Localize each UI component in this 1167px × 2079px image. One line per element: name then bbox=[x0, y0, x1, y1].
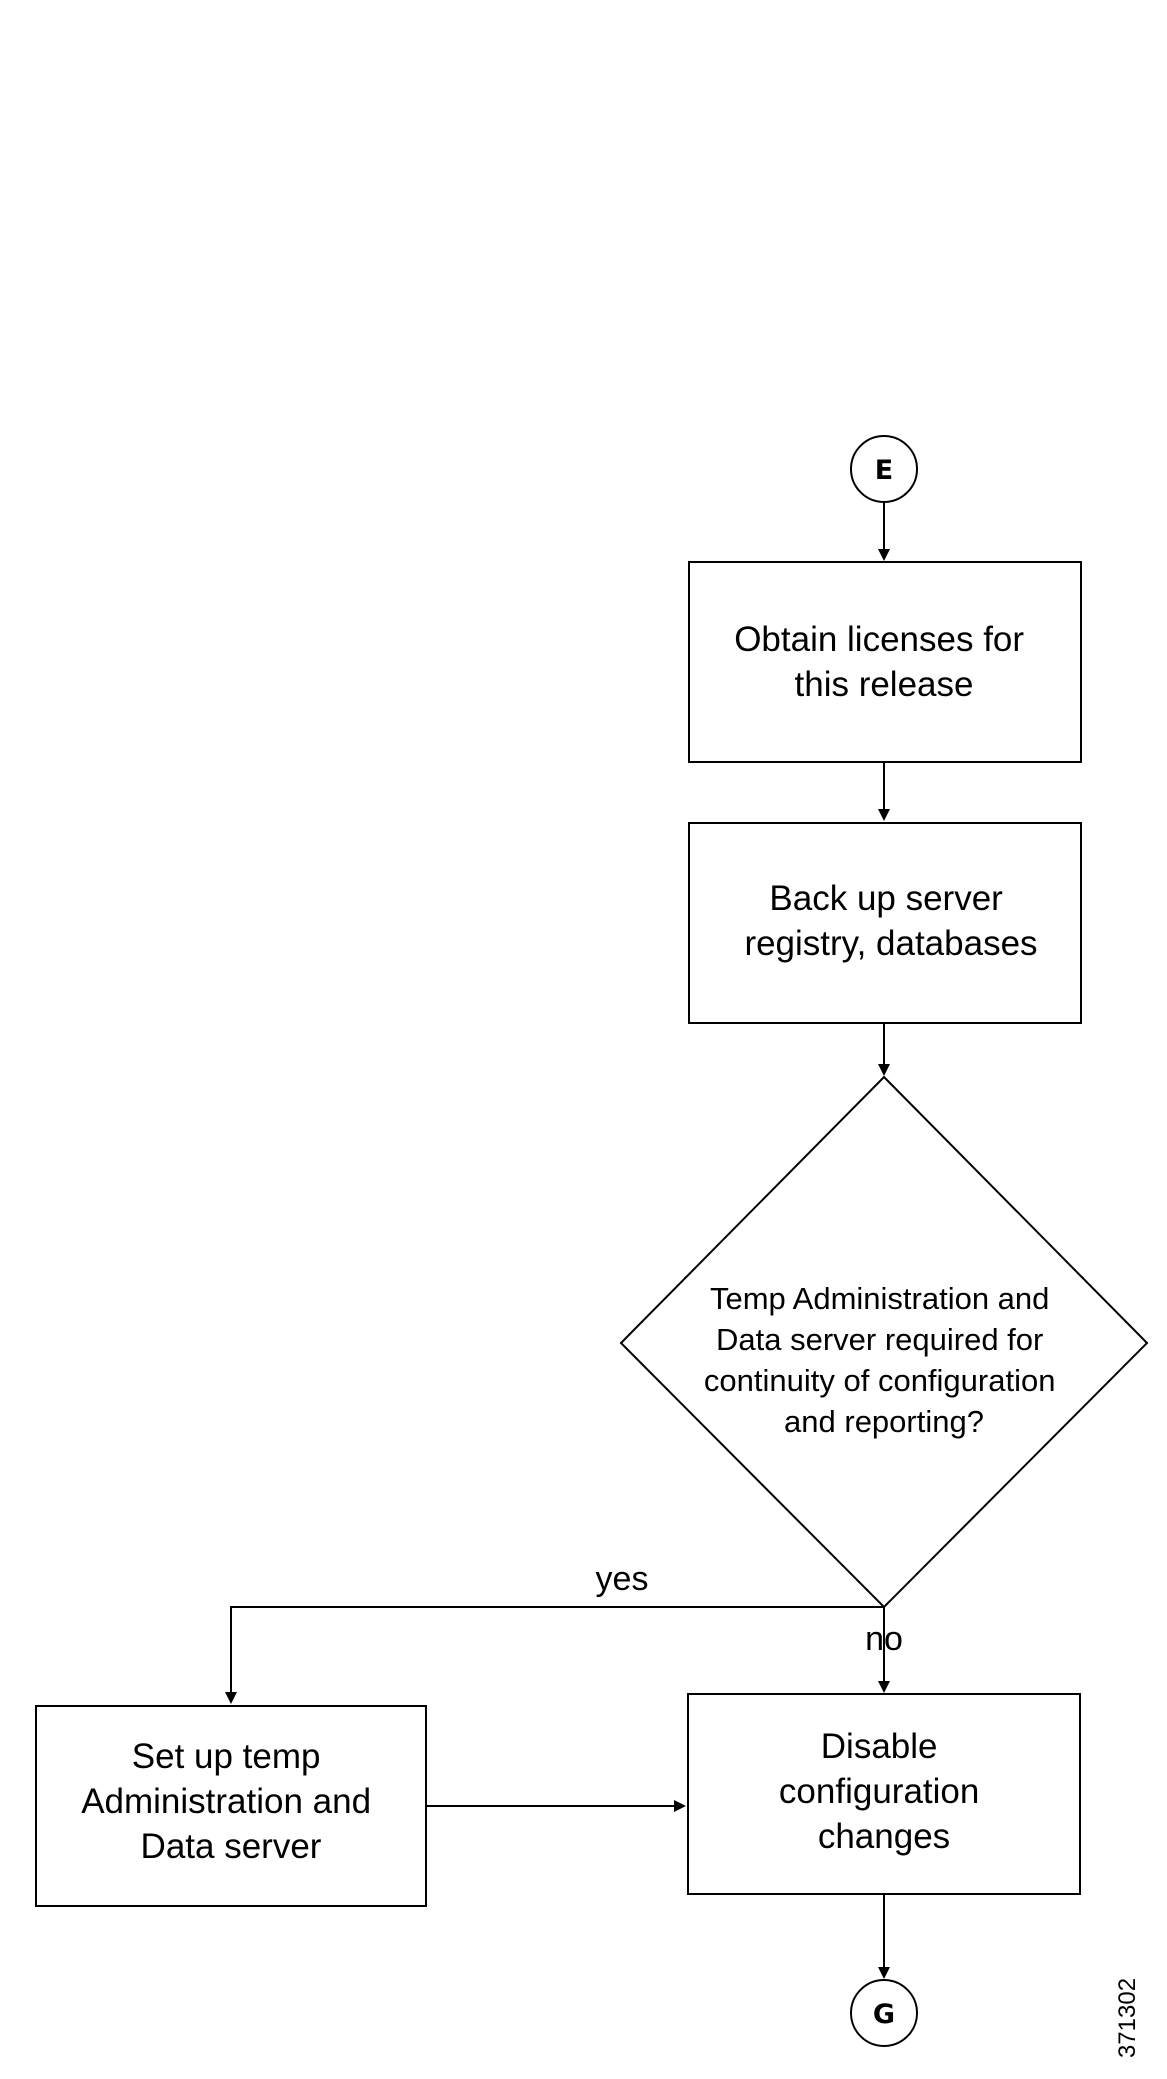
obtain-licenses-box: Obtain licenses for this release bbox=[688, 561, 1082, 763]
svg-text:Temp Administration and: Temp Administration and Data server requ… bbox=[704, 1281, 1064, 1439]
connector-e: E bbox=[850, 435, 918, 503]
obtain-licenses-line-1: Obtain licenses for bbox=[734, 620, 1024, 659]
yes-label: yes bbox=[596, 1560, 649, 1598]
decision-diamond: Temp Administration and Data server requ… bbox=[619, 1075, 1149, 1609]
decision-line-3: continuity of configuration bbox=[704, 1363, 1056, 1398]
disable-changes-line-3: changes bbox=[818, 1817, 950, 1856]
disable-changes-line-1: Disable bbox=[821, 1727, 938, 1766]
set-up-temp-line-3: Data server bbox=[141, 1827, 322, 1866]
no-label: no bbox=[865, 1620, 903, 1658]
back-up-box: Back up server registry, databases bbox=[688, 822, 1082, 1024]
svg-text:Back up server registry,: Back up server registry, databases bbox=[744, 879, 1037, 963]
connector-g-label: G bbox=[873, 1999, 895, 2030]
figure-id: 371302 bbox=[1114, 1978, 1141, 2058]
decision-line-4: and reporting? bbox=[784, 1404, 984, 1439]
svg-text:Obtain licenses for this: Obtain licenses for this release bbox=[734, 620, 1034, 704]
obtain-licenses-line-2: this release bbox=[795, 665, 974, 704]
connector-e-label: E bbox=[875, 455, 893, 486]
set-up-temp-line-2: Administration and bbox=[81, 1782, 371, 1821]
svg-text:Disable configuration: Disable configuration changes bbox=[779, 1727, 989, 1856]
back-up-line-2: registry, databases bbox=[744, 924, 1037, 963]
disable-changes-line-2: configuration bbox=[779, 1772, 979, 1811]
decision-line-2: Data server required for bbox=[716, 1322, 1043, 1357]
connector-g: G bbox=[850, 1979, 918, 2047]
back-up-line-1: Back up server bbox=[769, 879, 1003, 918]
decision-line-1: Temp Administration and bbox=[710, 1281, 1049, 1316]
set-up-temp-box: Set up temp Administration and Data serv… bbox=[35, 1705, 427, 1907]
svg-text:Set up temp Administrati: Set up temp Administration and Data serv… bbox=[81, 1737, 381, 1866]
disable-changes-box: Disable configuration changes bbox=[687, 1693, 1081, 1895]
arrow-yes-branch bbox=[225, 1606, 884, 1704]
set-up-temp-line-1: Set up temp bbox=[132, 1737, 321, 1776]
